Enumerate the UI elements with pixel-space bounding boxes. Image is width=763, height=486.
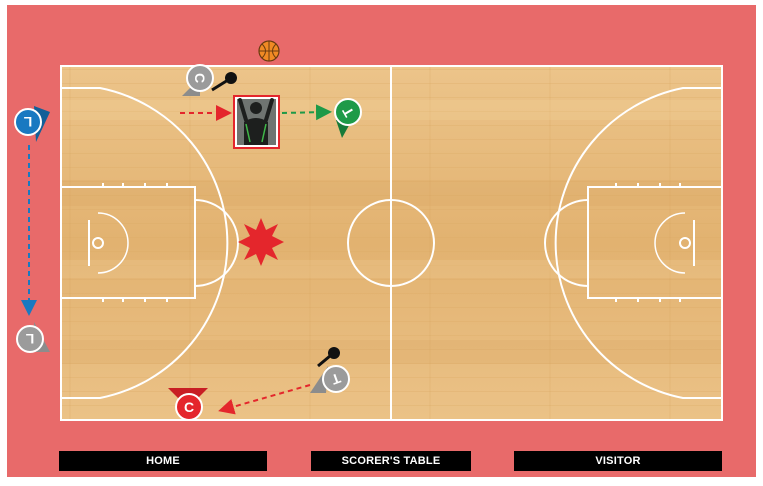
scorers-table-label: SCORER'S TABLE — [311, 451, 471, 471]
foul-burst-icon — [238, 218, 284, 266]
player-photo — [234, 96, 279, 148]
svg-text:C: C — [192, 73, 208, 83]
basketball-icon — [259, 41, 279, 61]
home-label: HOME — [59, 451, 267, 471]
svg-text:L: L — [23, 114, 32, 130]
svg-text:L: L — [25, 331, 34, 347]
svg-text:C: C — [184, 399, 194, 415]
visitor-label: VISITOR — [514, 451, 722, 471]
